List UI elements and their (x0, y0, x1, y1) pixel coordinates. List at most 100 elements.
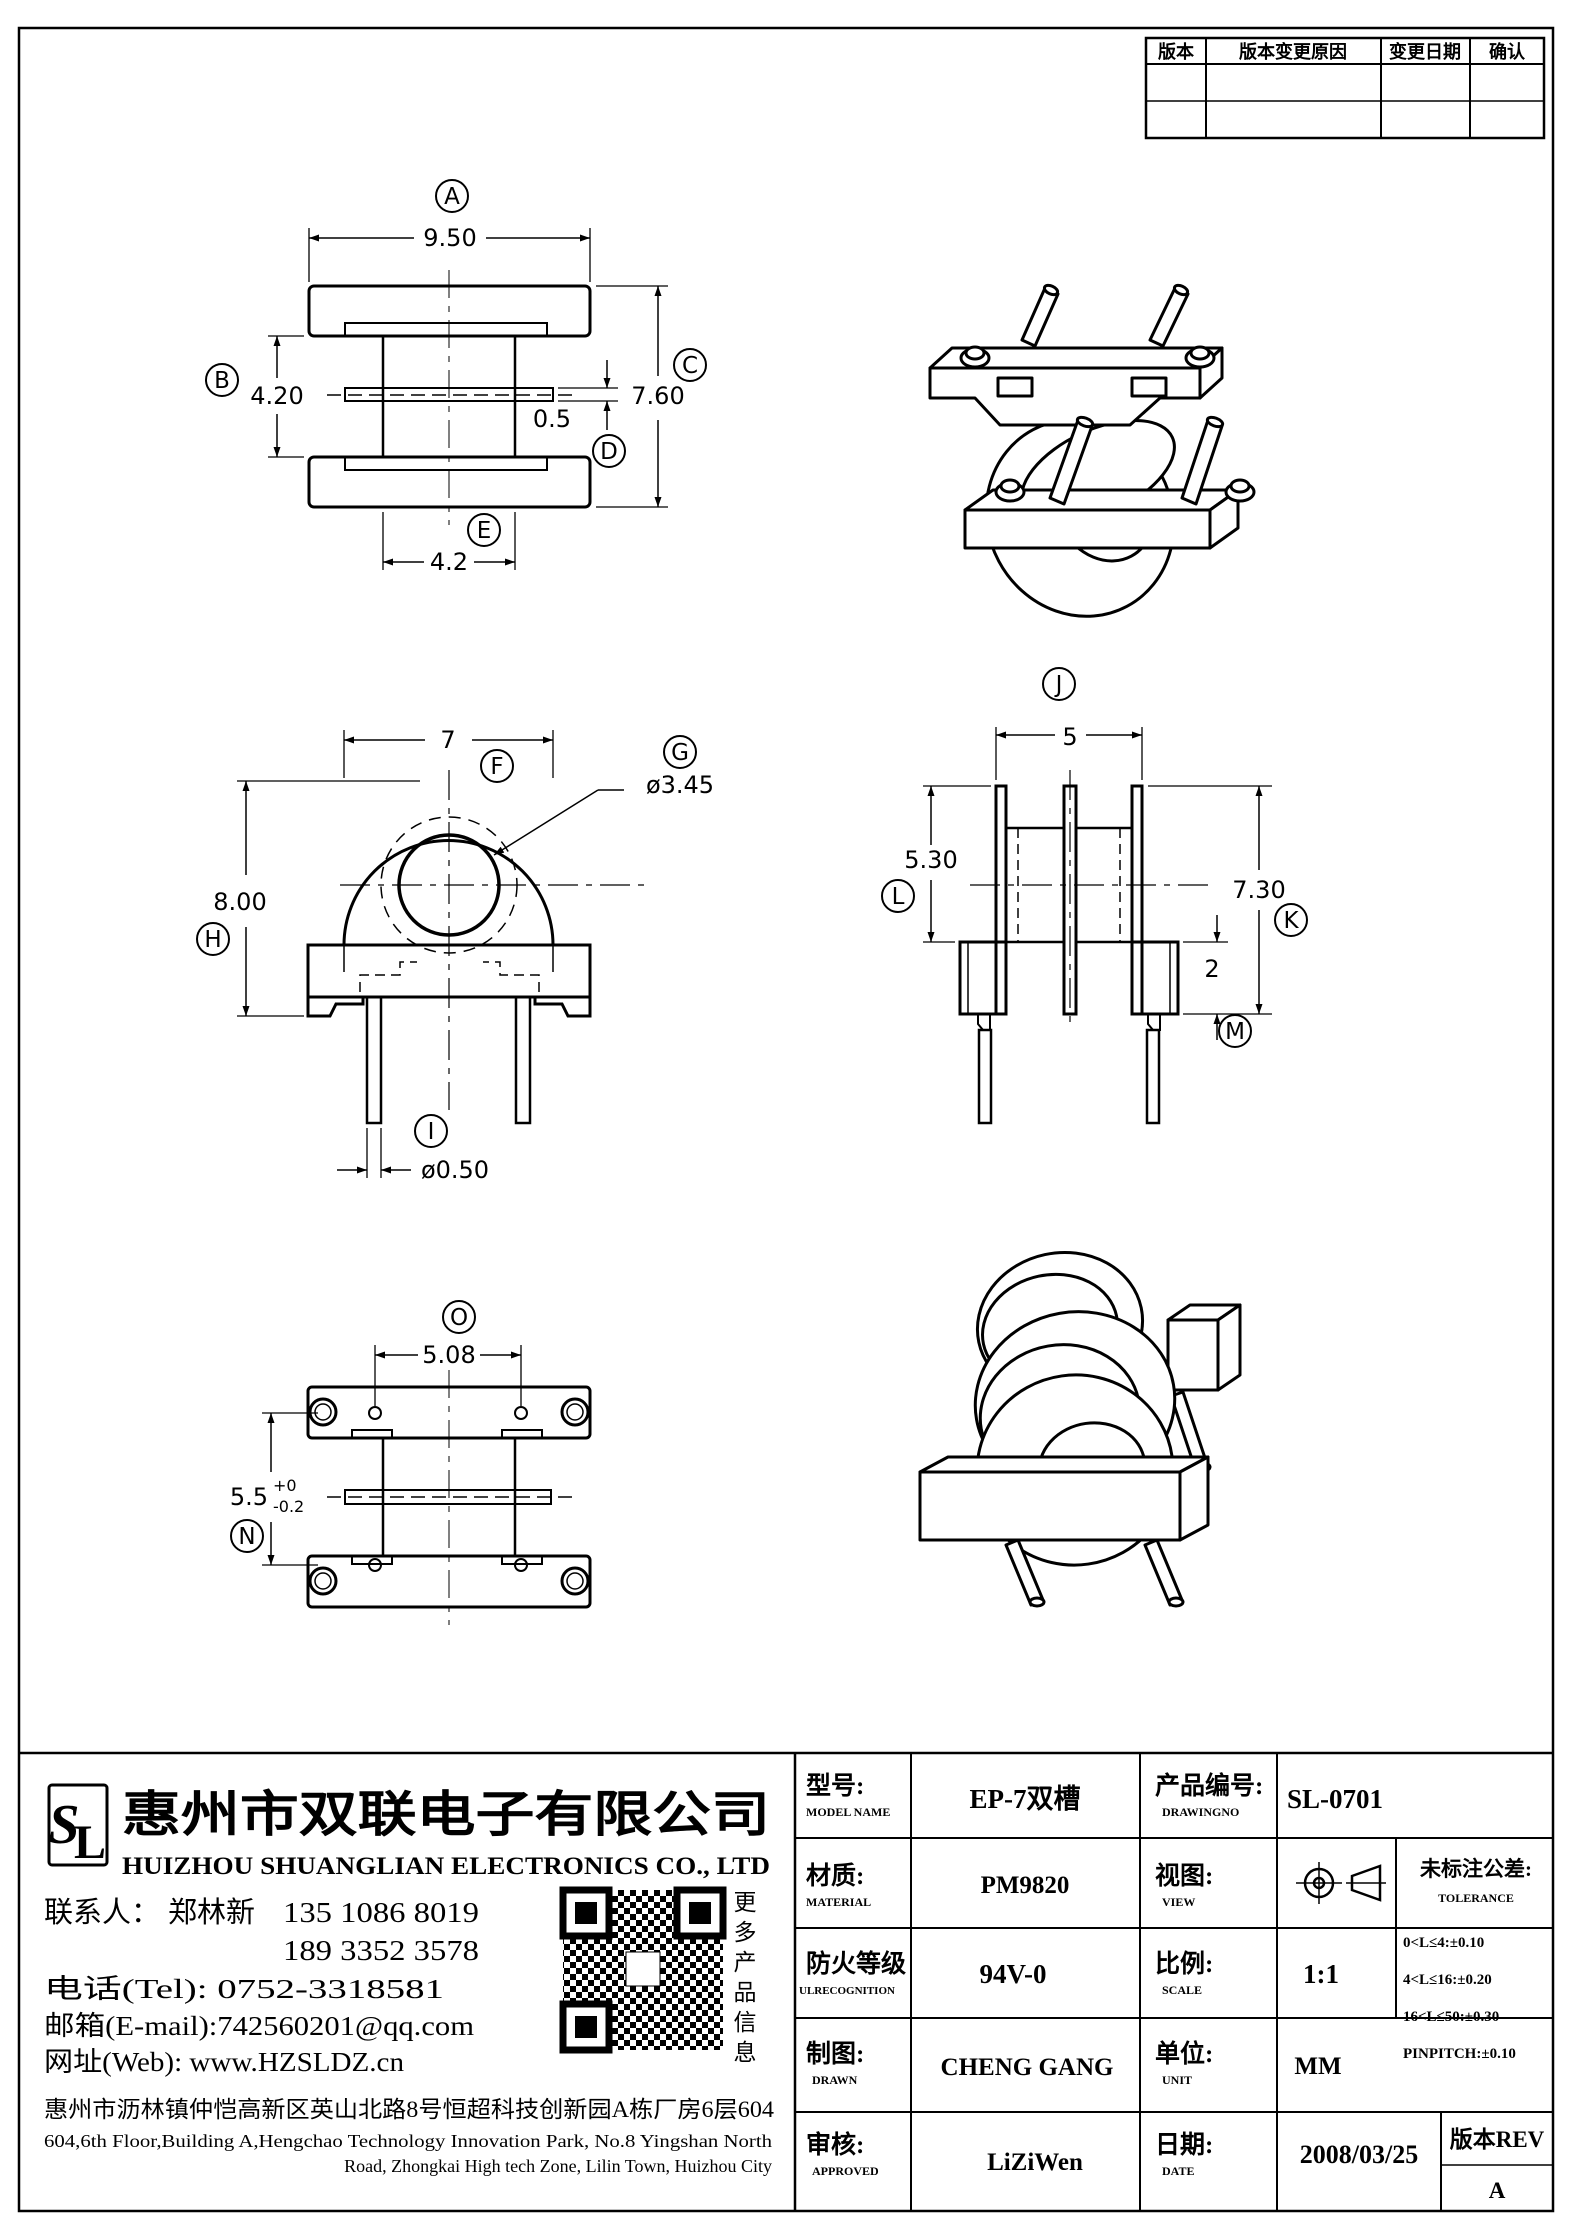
sheet-border (17, 26, 1555, 2213)
material-value: PM9820 (981, 1872, 1070, 1899)
drawn-label-en: DRAWN (812, 2073, 858, 2087)
isometric-view-upper (928, 283, 1256, 618)
dim-label-l: L (892, 884, 905, 910)
dim-value-a: 9.50 (423, 224, 476, 252)
email-line: 邮箱(E-mail):742560201@qq.com (44, 2011, 474, 2041)
dim-label-h: H (204, 927, 221, 953)
qr-code (559, 1886, 727, 2054)
fire-label-en: ULRECOGNITION (799, 1985, 895, 1997)
tel-line: 电话(Tel): 0752-3318581 (44, 1974, 444, 2004)
contact-phone-1: 135 1086 8019 (283, 1897, 479, 1929)
material-label-cn: 材质: (806, 1862, 864, 1890)
scale-label-cn: 比例: (1155, 1950, 1213, 1978)
dim-label-b: B (214, 368, 230, 394)
tolerance-line-4: PINPITCH:±0.10 (1403, 2046, 1516, 2062)
dim-value-b: 4.20 (250, 382, 303, 410)
tolerance-line-2: 4<L≤16:±0.20 (1403, 1972, 1492, 1988)
unit-label-cn: 单位: (1155, 2039, 1213, 2068)
approved-label-en: APPROVED (812, 2164, 879, 2178)
revision-table: 版本 版本变更原因 变更日期 确认 (1144, 36, 1546, 140)
address-en-2: Road, Zhongkai High tech Zone, Lilin Tow… (344, 2156, 772, 2176)
dim-label-m: M (1225, 1019, 1245, 1045)
contact-name: 郑林新 (168, 1896, 255, 1929)
dim-label-k: K (1283, 908, 1299, 934)
rev-header-reason: 版本变更原因 (1239, 41, 1347, 63)
dim-value-n: 5.5 (230, 1483, 268, 1511)
dim-label-a: A (444, 184, 460, 210)
date-label-cn: 日期: (1155, 2131, 1213, 2159)
model-value: EP-7双槽 (970, 1784, 1081, 1814)
dim-value-o: 5.08 (422, 1341, 475, 1369)
dim-label-f: F (490, 754, 503, 780)
material-label-en: MATERIAL (806, 1895, 871, 1909)
svg-text:多: 多 (734, 1920, 757, 1945)
side-view (923, 727, 1272, 1125)
company-logo: S L (47, 1783, 109, 1869)
drawn-label-cn: 制图: (806, 2040, 864, 2068)
side-view-dims: J 5 5.30 L 7.30 K 2 M (881, 667, 1308, 1048)
company-name-cn: 惠州市双联电子有限公司 (122, 1787, 770, 1842)
unit-label-en: UNIT (1162, 2073, 1192, 2087)
dim-value-d: 0.5 (533, 405, 571, 433)
dim-value-h: 8.00 (213, 888, 266, 916)
unit-value: MM (1294, 2053, 1341, 2080)
svg-text:品: 品 (734, 1980, 757, 2005)
company-name-en: HUIZHOU SHUANGLIAN ELECTRONICS CO., LTD (122, 1853, 770, 1880)
approved-label-cn: 审核: (806, 2130, 864, 2159)
rev-header-version: 版本 (1158, 41, 1194, 63)
top-view-dims: A 9.50 B 4.20 C 7.60 0.5 D E 4.2 (205, 179, 707, 576)
dim-value-f: 7 (440, 726, 455, 754)
fire-value: 94V-0 (980, 1959, 1047, 1989)
dim-tol-upper-n: +0 (273, 1476, 297, 1495)
view-label-cn: 视图: (1155, 1862, 1213, 1890)
svg-text:产: 产 (734, 1950, 757, 1975)
dim-value-m: 2 (1204, 955, 1219, 983)
drawn-value: CHENG GANG (941, 2054, 1114, 2081)
dim-label-d: D (600, 439, 618, 465)
contact-label: 联系人： (44, 1896, 160, 1929)
rev-header-confirm: 确认 (1489, 41, 1526, 63)
dim-value-j: 5 (1062, 723, 1077, 751)
tolerance-label-cn: 未标注公差: (1420, 1857, 1532, 1881)
scale-label-en: SCALE (1162, 1983, 1202, 1997)
svg-text:S: S (48, 1794, 79, 1856)
projection-symbol-icon (1296, 1862, 1386, 1904)
bottom-view (262, 1345, 592, 1625)
contact-phone-2: 189 3352 3578 (283, 1935, 479, 1967)
dim-label-o: O (450, 1305, 468, 1331)
svg-text:更: 更 (734, 1890, 757, 1915)
rev-label: 版本REV (1450, 2126, 1545, 2152)
fire-label-cn: 防火等级 (806, 1949, 906, 1978)
title-block-frame (19, 1751, 1553, 2211)
view-label-en: VIEW (1162, 1895, 1195, 1909)
dim-label-n: N (238, 1524, 255, 1550)
tolerance-line-3: 16<L≤50:±0.30 (1403, 2009, 1499, 2025)
rev-header-date: 变更日期 (1389, 41, 1461, 63)
approved-value: LiZiWen (987, 2149, 1083, 2176)
model-label-en: MODEL NAME (806, 1805, 890, 1819)
drawing-value: SL-0701 (1287, 1784, 1383, 1814)
front-view (237, 730, 650, 1178)
dim-label-i: I (428, 1119, 435, 1145)
front-view-dims: 7 F G ø3.45 8.00 H I ø0.50 (196, 726, 714, 1184)
tolerance-line-1: 0<L≤4:±0.10 (1403, 1935, 1484, 1951)
address-cn: 惠州市沥林镇仲恺高新区英山北路8号恒超科技创新园A栋厂房6层604 (44, 2097, 775, 2122)
dim-label-j: J (1054, 672, 1063, 698)
drawing-label-cn: 产品编号: (1155, 1771, 1263, 1800)
svg-text:L: L (74, 1816, 106, 1869)
dim-value-l: 5.30 (904, 846, 957, 874)
svg-text:信: 信 (734, 2010, 757, 2035)
date-value: 2008/03/25 (1300, 2140, 1418, 2169)
tolerance-label-en: TOLERANCE (1438, 1891, 1514, 1905)
dim-value-g: ø3.45 (646, 771, 714, 799)
rev-value: A (1489, 2178, 1506, 2203)
date-label-en: DATE (1162, 2164, 1194, 2178)
title-block-cells: 型号: MODEL NAME EP-7双槽 产品编号: DRAWINGNO SL… (799, 1771, 1545, 2203)
model-label-cn: 型号: (806, 1772, 864, 1800)
dim-value-e: 4.2 (430, 548, 468, 576)
dim-label-e: E (477, 518, 492, 544)
qr-caption: 更 多 产 品 信 息 (734, 1890, 757, 2065)
drawing-label-en: DRAWINGNO (1162, 1805, 1239, 1819)
bottom-view-dims: O 5.08 5.5 +0 -0.2 N (230, 1300, 476, 1553)
